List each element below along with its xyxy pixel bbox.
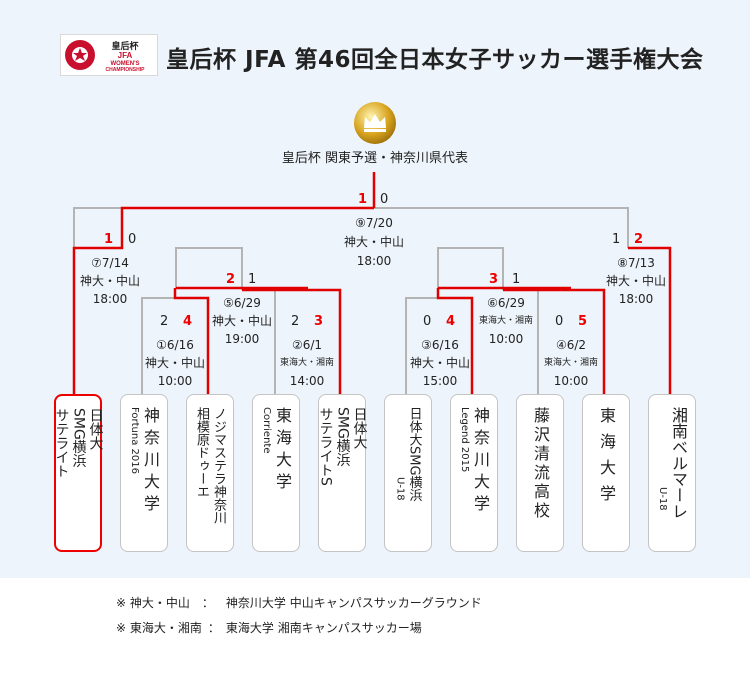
team-10[interactable]: 湘南ベルマーレ U-18 bbox=[648, 394, 696, 552]
m2-score-right: 3 bbox=[314, 314, 324, 329]
logo-text: CHAMPIONSHIP bbox=[106, 67, 146, 73]
team-7[interactable]: 神奈川大学 Legend 2015 bbox=[450, 394, 498, 552]
team-1[interactable]: 日体大 SMG横浜 サテライト bbox=[54, 394, 104, 552]
m6-score-left: 3 bbox=[489, 272, 499, 287]
m8-score-left: 1 bbox=[612, 232, 621, 247]
m4-score-left: 0 bbox=[555, 314, 564, 329]
venue-note-2: ※ 東海大・湘南：東海大学 湘南キャンパスサッカー場 bbox=[116, 621, 422, 635]
m3-score-left: 0 bbox=[423, 314, 432, 329]
m1-score-right: 4 bbox=[183, 314, 193, 329]
m2-score-left: 2 bbox=[291, 314, 300, 329]
m7-score-left: 1 bbox=[104, 232, 114, 247]
final-score-right: 0 bbox=[380, 192, 389, 207]
bracket-lines bbox=[72, 172, 672, 394]
logo-text: 皇后杯 bbox=[111, 40, 139, 51]
page-title: 皇后杯 JFA 第46回全日本女子サッカー選手権大会 bbox=[166, 47, 704, 73]
m5-score-left: 2 bbox=[226, 272, 236, 287]
team-5[interactable]: 日体大 SMG横浜 サテライトS bbox=[318, 394, 368, 552]
m3-score-right: 4 bbox=[446, 314, 456, 329]
team-6[interactable]: 日体大SMG横浜 U-18 bbox=[384, 394, 432, 552]
team-3[interactable]: ノジマステラ神奈川 相模原ドゥーエ bbox=[186, 394, 234, 552]
m4-score-right: 5 bbox=[578, 314, 588, 329]
m5-score-right: 1 bbox=[248, 272, 257, 287]
m1-score-left: 2 bbox=[160, 314, 169, 329]
m8-score-right: 2 bbox=[634, 232, 644, 247]
final-score-left: 1 bbox=[358, 192, 368, 207]
team-8[interactable]: 藤沢清流高校 bbox=[516, 394, 564, 552]
trophy-icon bbox=[354, 102, 396, 144]
team-9[interactable]: 東海大学 bbox=[582, 394, 630, 552]
venue-note-1: ※ 神大・中山：神奈川大学 中山キャンパスサッカーグラウンド bbox=[116, 596, 482, 610]
team-4[interactable]: 東海大学 Corriente bbox=[252, 394, 300, 552]
team-2[interactable]: 神奈川大学 Fortuna 2016 bbox=[120, 394, 168, 552]
logo-text: JFA bbox=[118, 51, 133, 60]
champion-label: 皇后杯 関東予選・神奈川県代表 bbox=[281, 151, 469, 166]
m7-score-right: 0 bbox=[128, 232, 137, 247]
logo-text: WOMEN'S bbox=[110, 61, 139, 67]
m6-score-right: 1 bbox=[512, 272, 521, 287]
